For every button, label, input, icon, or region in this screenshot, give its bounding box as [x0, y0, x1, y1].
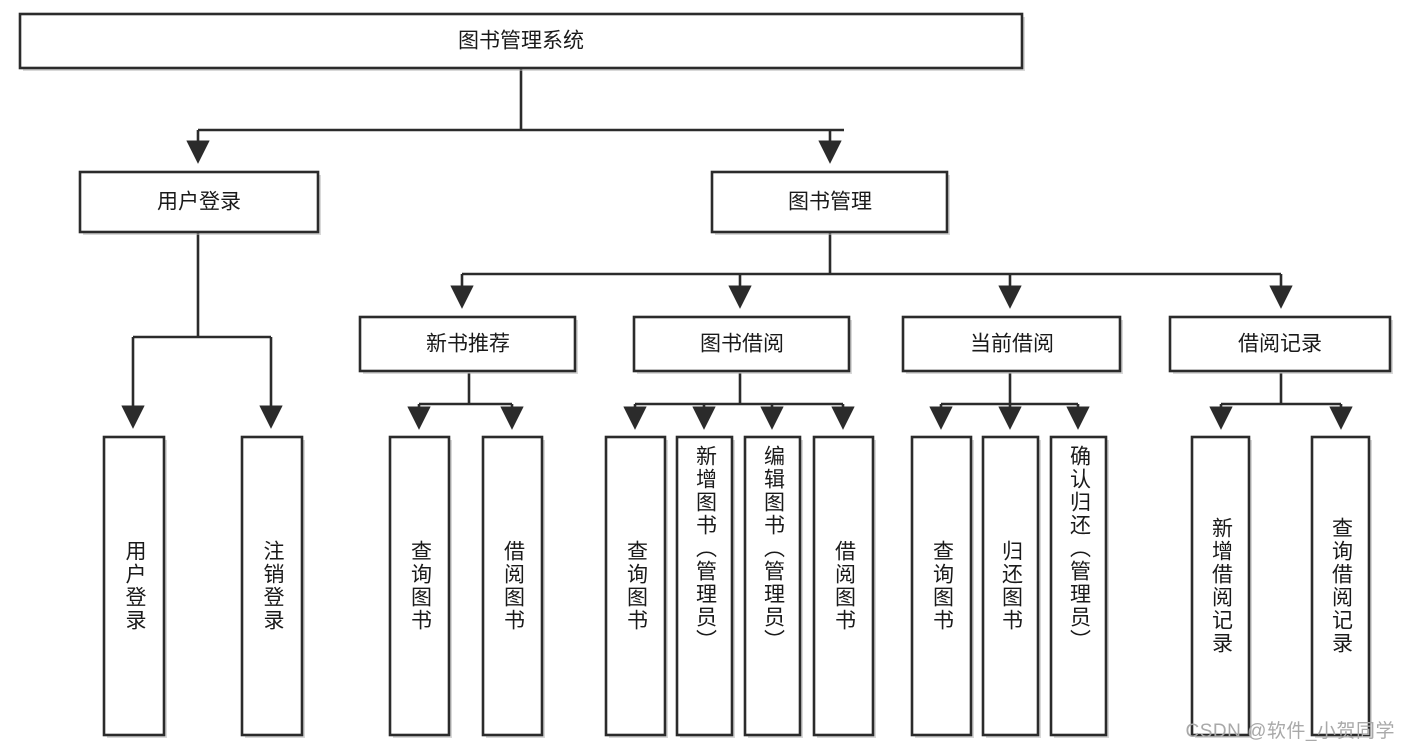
node-root[interactable]: 图书管理系统 [18, 12, 1025, 71]
node-new-book-recommend-label: 新书推荐 [426, 333, 510, 356]
leaf-box-add-borrow-record[interactable] [1190, 435, 1251, 737]
node-book-manage[interactable]: 图书管理 [710, 170, 950, 235]
connector-borrow-record-to-leaves [1209, 373, 1353, 430]
node-current-borrow[interactable]: 当前借阅 [901, 315, 1123, 374]
leaf-box-user-login[interactable] [102, 435, 166, 737]
leaf-box-confirm-return-admin[interactable] [1049, 435, 1108, 737]
connector-book-manage-to-level3 [450, 232, 1293, 309]
node-book-manage-label: 图书管理 [788, 191, 872, 214]
connector-user-login-to-leaves [121, 232, 283, 429]
node-user-login[interactable]: 用户登录 [78, 170, 321, 235]
csdn-watermark: CSDN @软件_小贺同学 [1185, 721, 1395, 742]
leaf-box-query-book-1[interactable] [388, 435, 451, 737]
node-borrow-record-label: 借阅记录 [1238, 333, 1322, 356]
leaf-box-query-book-2[interactable] [604, 435, 667, 737]
leaf-box-logout-login[interactable] [240, 435, 304, 737]
leaf-box-query-borrow-record[interactable] [1310, 435, 1371, 737]
leaf-box-borrow-book-1[interactable] [481, 435, 544, 737]
connector-root-to-level2 [186, 68, 844, 164]
connector-new-book-recommend-to-leaves [407, 373, 524, 430]
leaf-box-return-book[interactable] [981, 435, 1040, 737]
node-borrow-record[interactable]: 借阅记录 [1168, 315, 1393, 374]
node-user-login-label: 用户登录 [157, 191, 241, 214]
node-book-borrow-label: 图书借阅 [700, 333, 784, 356]
connector-book-borrow-to-leaves [623, 373, 855, 430]
leaf-boxes [102, 435, 1372, 738]
node-root-label: 图书管理系统 [458, 30, 584, 53]
leaf-box-edit-book-admin[interactable] [743, 435, 802, 737]
node-current-borrow-label: 当前借阅 [970, 333, 1054, 356]
node-book-borrow[interactable]: 图书借阅 [632, 315, 852, 374]
leaf-box-query-book-3[interactable] [910, 435, 973, 737]
node-new-book-recommend[interactable]: 新书推荐 [358, 315, 578, 374]
leaf-box-add-book-admin[interactable] [675, 435, 734, 737]
connector-current-borrow-to-leaves [929, 373, 1090, 430]
leaf-box-borrow-book-2[interactable] [812, 435, 875, 737]
